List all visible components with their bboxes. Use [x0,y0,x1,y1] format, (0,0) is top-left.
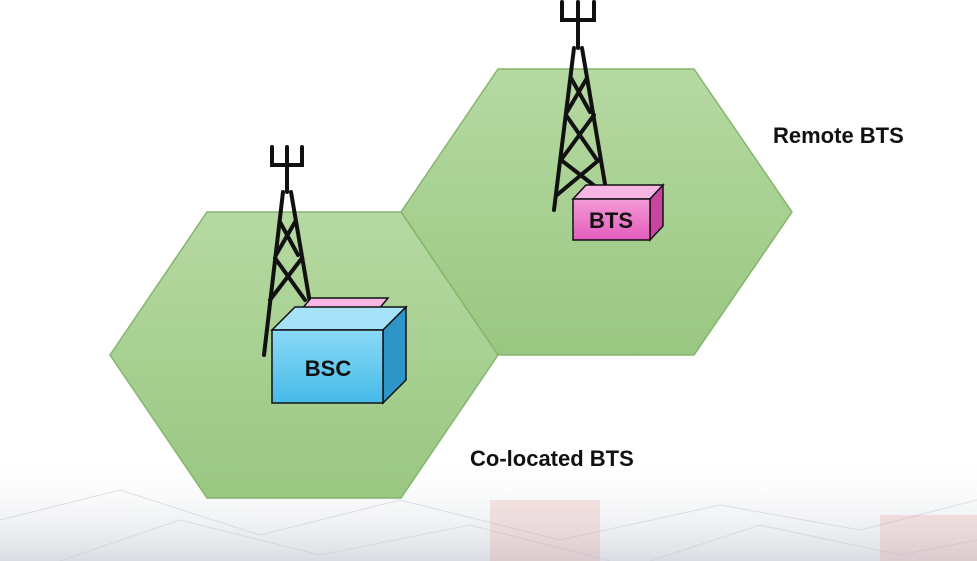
footer-texture [0,489,977,561]
bts-label: BTS [589,208,633,233]
colocated-bts-label: Co-located BTS [470,446,634,471]
bsc-box-icon [270,305,408,405]
antenna-tower-icon [262,145,314,357]
remote-bts-label: Remote BTS [773,123,904,148]
bsc-label: BSC [305,356,352,381]
footer-accent-red [490,500,977,561]
footer-band [0,455,977,561]
bts-box-icon [571,183,665,242]
